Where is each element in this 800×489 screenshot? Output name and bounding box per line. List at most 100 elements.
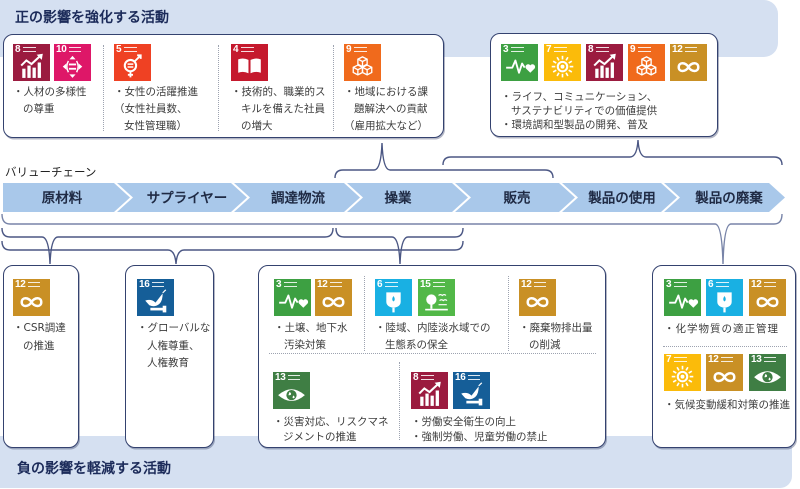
sdg-number: 8	[15, 44, 21, 55]
positive-downstream-box: 3 7 8 9 12 ・ライフ、コミュニケーション、 サステナビリティでの価値提…	[490, 33, 718, 137]
sdg-12-icon: 12	[13, 279, 50, 316]
tree-birds-icon	[418, 279, 455, 316]
sdg-caption	[716, 282, 729, 287]
bullet-line: 人権尊重、	[147, 339, 200, 352]
bullet-list: ・化学物質の適正管理	[664, 321, 779, 338]
sdg-16-icon: 16	[137, 279, 174, 316]
sdg-number: 7	[546, 44, 552, 55]
sdg-number: 6	[377, 279, 383, 290]
sdg-15-icon: 15	[418, 279, 455, 316]
row-divider	[663, 346, 787, 347]
bullet-line: ・グローバルな	[137, 322, 211, 334]
step-label: 調達物流	[271, 190, 325, 207]
negative-procurement-box: 12 ・CSR調達 の推進	[3, 265, 79, 448]
positive-impact-title: 正の影響を強化する活動	[15, 10, 169, 26]
sdg-12-icon: 12	[749, 279, 786, 316]
sdg-number: 15	[420, 279, 431, 290]
sdg-5-icon: 5	[114, 44, 151, 81]
brace-sales-to-disposal	[442, 139, 783, 166]
sdg-caption	[721, 357, 733, 362]
bullet-list: ・女性の活躍推進 （女性社員数、 女性管理職）	[114, 84, 198, 135]
clean-water-icon	[375, 279, 412, 316]
growth-chart-icon	[13, 44, 50, 81]
sdg-number: 12	[708, 354, 719, 365]
bullet-line: ・強制労働、児童労働の禁止	[411, 431, 548, 443]
cubes-icon	[628, 44, 665, 81]
sdg-caption	[764, 282, 776, 287]
bullet-line: （雇用拡大など）	[344, 120, 428, 132]
value-chain-label: バリューチェーン	[5, 165, 97, 179]
bullet-line: ・気候変動緩和対策の推進	[664, 399, 790, 411]
bullet-list: ・CSR調達 の推進	[13, 320, 66, 355]
sdg-caption	[28, 282, 40, 287]
value-chain-step-suppliers: サプライヤー	[117, 183, 247, 212]
sdg-number: 12	[15, 279, 26, 290]
bullet-line: ・技術的、職業的ス	[231, 86, 326, 98]
sdg-9-icon: 9	[628, 44, 665, 81]
sdg-caption	[511, 47, 524, 52]
bullet-line: 人権教育	[147, 357, 189, 369]
chevron-shape	[3, 183, 130, 212]
sdg-4-icon: 4	[231, 44, 268, 81]
sdg-caption	[674, 282, 687, 287]
book-icon	[231, 44, 268, 81]
bullet-line: の増大	[241, 120, 273, 132]
bullet-line: の尊重	[23, 103, 55, 115]
column-divider	[103, 45, 104, 131]
sdg-number: 3	[276, 279, 282, 290]
column-divider	[508, 276, 509, 351]
value-chain-step-logistics: 調達物流	[234, 183, 360, 212]
brace-raw-materials-to-logistics	[1, 227, 334, 265]
bullet-list: ・災害対応、リスクマネ ジメントの推進	[273, 415, 389, 445]
sdg-10-icon: 10	[54, 44, 91, 81]
bullet-list: ・気候変動緩和対策の推進	[664, 397, 790, 414]
sdg-number: 8	[588, 44, 594, 55]
negative-human-rights-box: 16 ・グローバルな 人権尊重、 人権教育	[125, 265, 214, 448]
bullet-line: ・ライフ、コミュニケーション、	[501, 91, 658, 103]
column-divider	[399, 362, 400, 440]
bullet-line: の削減	[529, 339, 561, 351]
chevron-shape	[347, 183, 468, 212]
sdg-number: 12	[521, 279, 532, 290]
clean-water-icon	[706, 279, 743, 316]
bullet-line: （女性社員数、	[114, 103, 188, 115]
sdg-number: 16	[139, 279, 150, 290]
bullet-line: 生態系の保全	[385, 339, 448, 351]
bullet-line: ・化学物質の適正管理	[664, 323, 779, 335]
bullet-list: ・技術的、職業的ス キルを備えた社員 の増大	[231, 84, 326, 135]
sdg-number: 9	[630, 44, 636, 55]
sdg-12-icon: 12	[519, 279, 556, 316]
step-label: 販売	[504, 190, 532, 207]
eye-globe-icon	[273, 372, 310, 409]
sdg-number: 4	[233, 44, 239, 55]
bullet-list: ・陸域、内陸淡水域での 生態系の保全	[375, 320, 491, 354]
value-chain-step-raw-materials: 原材料	[3, 183, 130, 212]
sdg-7-icon: 7	[544, 44, 581, 81]
sdg-caption	[685, 47, 697, 52]
sdg-6-icon: 6	[706, 279, 743, 316]
value-chain-step-product-disposal: 製品の廃棄	[664, 183, 785, 212]
sdg-caption	[152, 282, 164, 287]
sdg-caption	[468, 375, 480, 380]
bullet-line: 女性管理職）	[124, 120, 187, 132]
bullet-line: ・労働安全衛生の向上	[411, 416, 516, 428]
sdg-caption	[674, 357, 687, 362]
brace-operations	[335, 227, 464, 265]
infinity-icon	[749, 279, 786, 316]
sdg-13-icon: 13	[749, 354, 786, 391]
sdg-caption	[124, 47, 137, 52]
sdg-caption	[764, 357, 776, 362]
sdg-caption	[385, 282, 398, 287]
eye-globe-icon	[749, 354, 786, 391]
step-label: 操業	[385, 190, 412, 207]
sdg-number: 10	[56, 44, 67, 55]
chevron-shape	[455, 183, 575, 212]
bullet-list: ・ライフ、コミュニケーション、 サステナビリティでの価値提供 ・環境調和型製品の…	[501, 90, 657, 132]
sdg-caption	[554, 47, 567, 52]
sdg-9-icon: 9	[344, 44, 381, 81]
sdg-caption	[421, 375, 434, 380]
sdg-number: 9	[346, 44, 352, 55]
bullet-list: ・グローバルな 人権尊重、 人権教育	[137, 320, 210, 373]
bullet-line: ・女性の活躍推進	[114, 86, 198, 98]
